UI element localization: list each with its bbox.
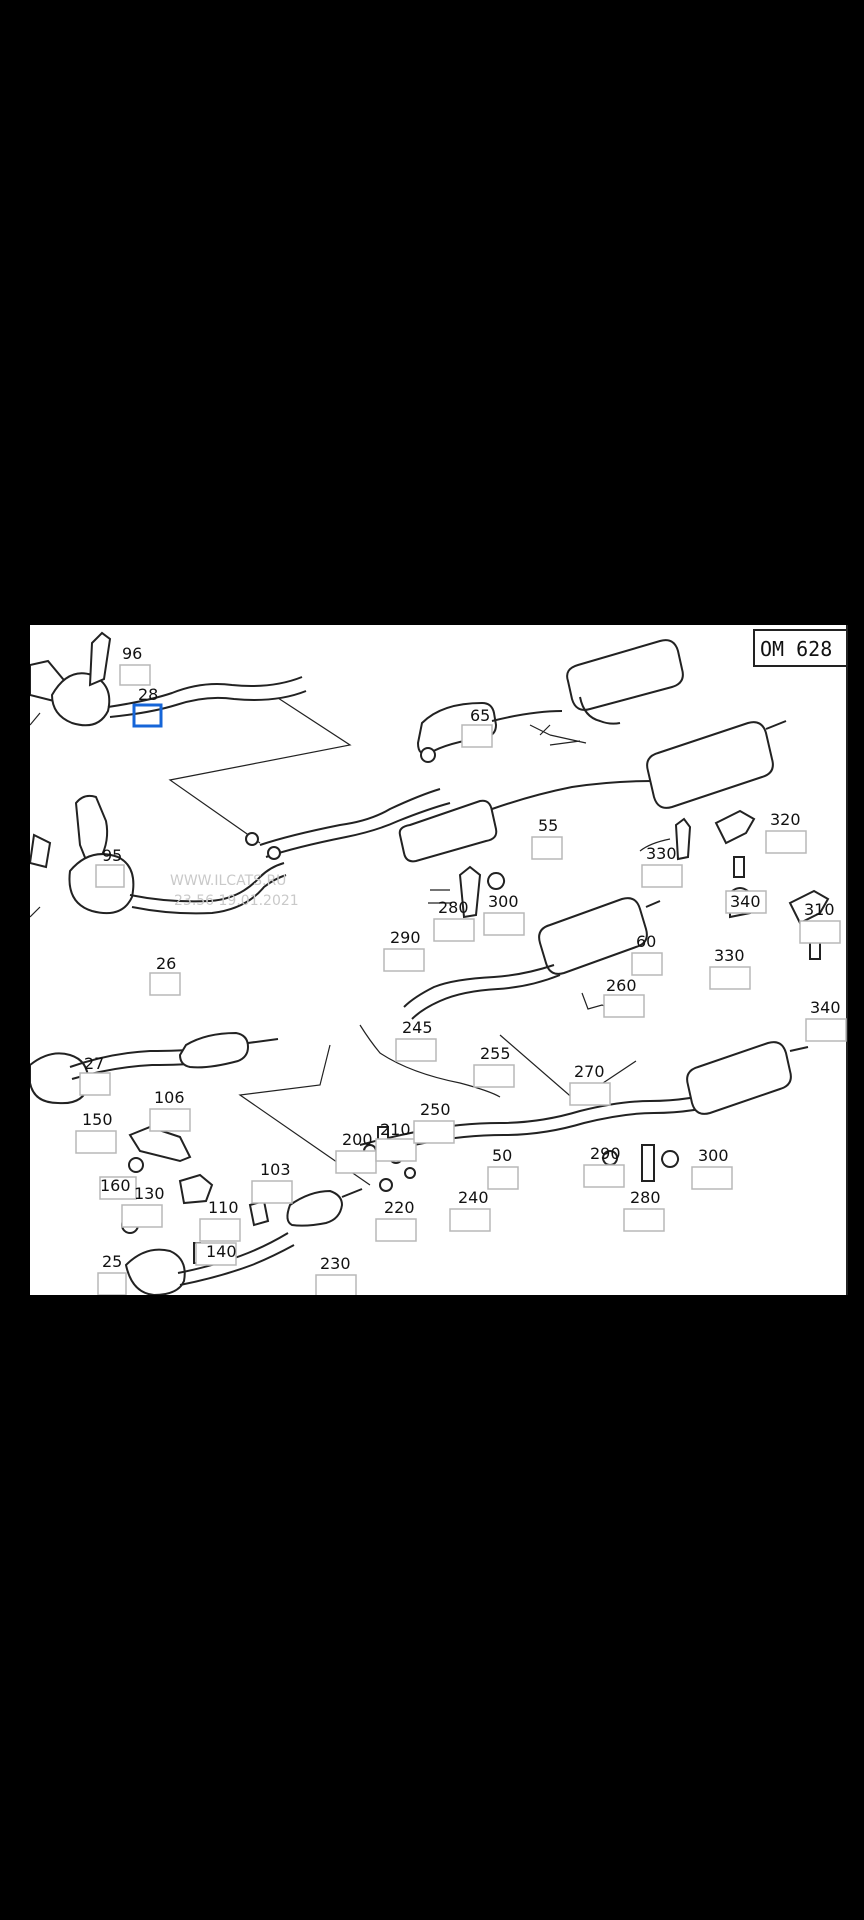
svg-text:130: 130 bbox=[134, 1184, 165, 1203]
part-label-55[interactable]: 55 bbox=[531, 816, 563, 860]
part-label-300-upper[interactable]: 300 bbox=[483, 892, 525, 936]
part-label-150[interactable]: 150 bbox=[75, 1110, 117, 1154]
part-label-160[interactable]: 160 bbox=[99, 1176, 137, 1200]
part-label-130[interactable]: 130 bbox=[121, 1184, 165, 1228]
right-bracket-group bbox=[639, 809, 830, 960]
part-label-220[interactable]: 220 bbox=[375, 1198, 417, 1242]
part-label-60[interactable]: 60 bbox=[631, 932, 663, 976]
part-label-140[interactable]: 140 bbox=[195, 1242, 237, 1266]
part-label-310[interactable]: 310 bbox=[799, 900, 841, 944]
svg-text:27: 27 bbox=[84, 1054, 104, 1073]
svg-text:95: 95 bbox=[102, 846, 122, 865]
svg-text:150: 150 bbox=[82, 1110, 113, 1129]
parts-diagram: OM 628 bbox=[30, 625, 848, 1295]
watermark: WWW.ILCATS.RU 23.56 19.01.2021 bbox=[170, 873, 299, 909]
part-label-210[interactable]: 210 bbox=[375, 1120, 417, 1162]
svg-text:240: 240 bbox=[458, 1188, 489, 1207]
watermark-site: WWW.ILCATS.RU bbox=[170, 873, 286, 889]
svg-text:260: 260 bbox=[606, 976, 637, 995]
part-label-28[interactable]: 28 bbox=[132, 685, 163, 728]
part-label-103[interactable]: 103 bbox=[251, 1160, 293, 1204]
svg-text:220: 220 bbox=[384, 1198, 415, 1217]
svg-text:290: 290 bbox=[590, 1144, 621, 1163]
part-label-340-lower[interactable]: 340 bbox=[805, 998, 847, 1042]
upper-left-assembly bbox=[30, 631, 307, 727]
part-label-245[interactable]: 245 bbox=[395, 1018, 437, 1062]
svg-text:28: 28 bbox=[138, 685, 158, 704]
svg-text:280: 280 bbox=[630, 1188, 661, 1207]
svg-text:320: 320 bbox=[770, 810, 801, 829]
center-pipe-assembly bbox=[245, 639, 787, 863]
svg-text:160: 160 bbox=[100, 1176, 131, 1195]
svg-text:103: 103 bbox=[260, 1160, 291, 1179]
svg-text:65: 65 bbox=[470, 706, 490, 725]
svg-text:290: 290 bbox=[390, 928, 421, 947]
svg-text:55: 55 bbox=[538, 816, 558, 835]
svg-text:230: 230 bbox=[320, 1254, 351, 1273]
part-label-320[interactable]: 320 bbox=[765, 810, 807, 854]
part-label-106[interactable]: 106 bbox=[149, 1088, 191, 1132]
svg-text:280: 280 bbox=[438, 898, 469, 917]
svg-text:96: 96 bbox=[122, 644, 142, 663]
part-label-255[interactable]: 255 bbox=[473, 1044, 515, 1088]
svg-text:60: 60 bbox=[636, 932, 656, 951]
part-label-95[interactable]: 95 bbox=[95, 846, 125, 888]
engine-code-label: OM 628 bbox=[760, 637, 832, 661]
part-label-330-upper[interactable]: 330 bbox=[641, 844, 683, 888]
part-label-330-lower[interactable]: 330 bbox=[709, 946, 751, 990]
svg-text:210: 210 bbox=[380, 1120, 411, 1139]
part-label-270[interactable]: 270 bbox=[569, 1062, 611, 1106]
part-label-340-upper[interactable]: 340 bbox=[725, 890, 767, 914]
svg-text:50: 50 bbox=[492, 1146, 512, 1165]
part-label-240[interactable]: 240 bbox=[449, 1188, 491, 1232]
svg-text:25: 25 bbox=[102, 1252, 122, 1271]
part-label-230[interactable]: 230 bbox=[315, 1254, 357, 1295]
svg-text:340: 340 bbox=[730, 892, 761, 911]
part-label-280-lower[interactable]: 280 bbox=[623, 1188, 665, 1232]
part-label-260[interactable]: 260 bbox=[603, 976, 645, 1018]
svg-text:330: 330 bbox=[714, 946, 745, 965]
svg-text:310: 310 bbox=[804, 900, 835, 919]
part-label-110[interactable]: 110 bbox=[199, 1198, 241, 1242]
part-label-200[interactable]: 200 bbox=[335, 1130, 377, 1174]
part-label-27[interactable]: 27 bbox=[79, 1054, 111, 1096]
part-label-65[interactable]: 65 bbox=[461, 706, 493, 748]
selected-part-highlight bbox=[132, 703, 163, 728]
rear-muffler-group bbox=[403, 865, 661, 1020]
watermark-timestamp: 23.56 19.01.2021 bbox=[174, 893, 299, 909]
svg-text:140: 140 bbox=[206, 1242, 237, 1261]
engine-code-box: OM 628 bbox=[753, 629, 848, 667]
svg-text:300: 300 bbox=[488, 892, 519, 911]
svg-text:26: 26 bbox=[156, 954, 176, 973]
part-label-290-upper[interactable]: 290 bbox=[383, 928, 425, 972]
part-label-96[interactable]: 96 bbox=[119, 644, 151, 686]
part-label-300-lower[interactable]: 300 bbox=[691, 1146, 733, 1190]
part-label-25[interactable]: 25 bbox=[97, 1252, 127, 1295]
svg-text:270: 270 bbox=[574, 1062, 605, 1081]
svg-text:106: 106 bbox=[154, 1088, 185, 1107]
svg-text:255: 255 bbox=[480, 1044, 511, 1063]
svg-text:330: 330 bbox=[646, 844, 677, 863]
svg-text:245: 245 bbox=[402, 1018, 433, 1037]
part-label-280-upper[interactable]: 280 bbox=[433, 898, 475, 942]
part-label-50[interactable]: 50 bbox=[487, 1146, 519, 1190]
part-label-250[interactable]: 250 bbox=[413, 1100, 455, 1144]
svg-text:250: 250 bbox=[420, 1100, 451, 1119]
svg-text:110: 110 bbox=[208, 1198, 239, 1217]
part-label-290-lower[interactable]: 290 bbox=[583, 1144, 625, 1188]
svg-text:300: 300 bbox=[698, 1146, 729, 1165]
svg-text:200: 200 bbox=[342, 1130, 373, 1149]
part-label-26[interactable]: 26 bbox=[149, 954, 181, 996]
svg-text:340: 340 bbox=[810, 998, 841, 1017]
